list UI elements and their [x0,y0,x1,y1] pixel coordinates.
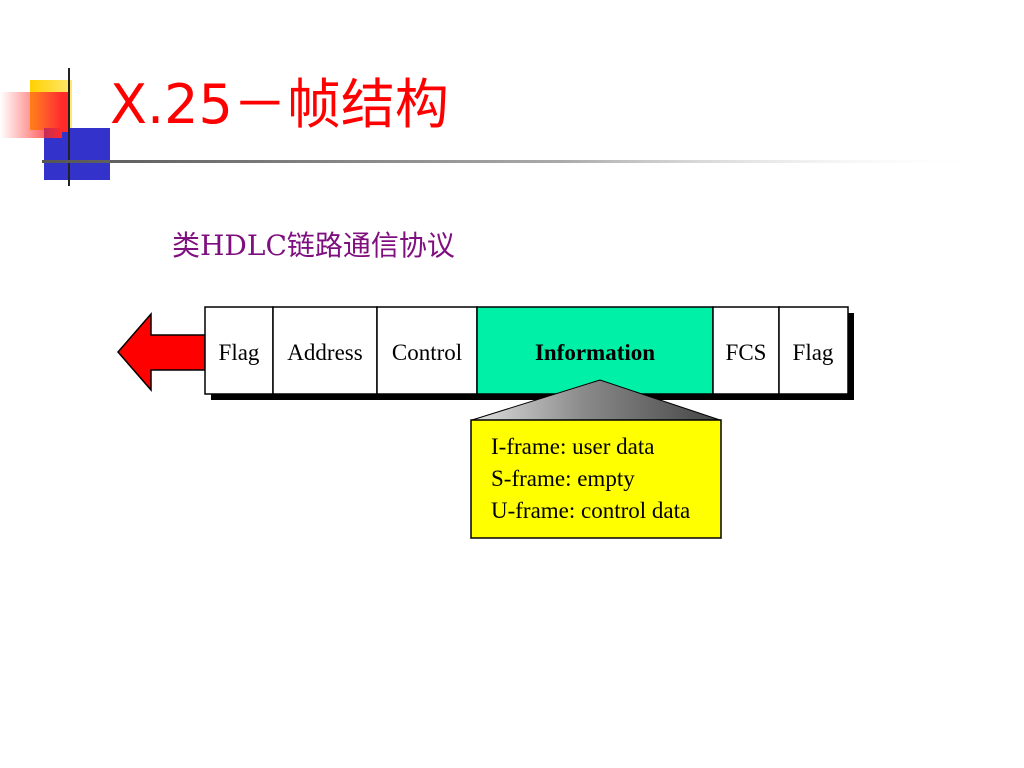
field-label: Information [535,340,655,365]
note-line-sframe: S-frame: empty [491,466,635,491]
note-line-uframe: U-frame: control data [491,498,690,523]
note-line-iframe: I-frame: user data [491,434,654,459]
page-subtitle: 类HDLC链路通信协议 [172,229,455,262]
field-label: Flag [793,340,834,365]
field-address [272,306,378,395]
field-label: Flag [219,340,260,365]
field-label: Control [392,340,462,365]
field-fcs [712,306,780,395]
field-flag-end [778,306,849,395]
title-rule [42,160,987,163]
frame-fields: Flag Address Control Information FCS Fla… [204,306,849,395]
title-decoration [0,68,987,186]
deco-red-tail [62,92,68,132]
field-information [476,306,714,395]
field-label: Address [287,340,362,365]
information-note-box [470,419,722,539]
field-label: FCS [726,340,767,365]
deco-red-bar [0,92,62,138]
page-title: X.25－帧结构 [110,73,449,136]
field-control [376,306,478,395]
direction-arrow [117,311,206,393]
